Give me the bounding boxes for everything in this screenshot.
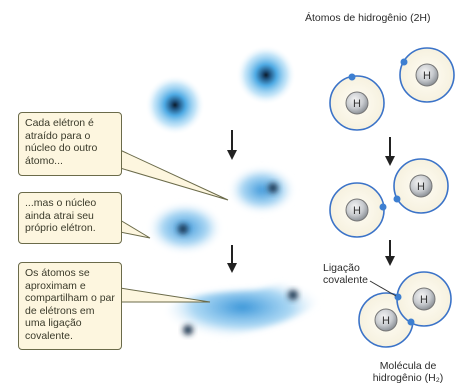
bond-pointer — [369, 280, 397, 297]
nucleus-label-a: H — [353, 98, 361, 110]
distorted-cloud-upper — [228, 166, 296, 214]
electron-b — [400, 58, 408, 66]
nucleus-f: H — [412, 287, 436, 311]
shared-electron-2 — [407, 318, 415, 326]
nuclei: H H H H H H — [345, 63, 439, 332]
nucleus-d: H — [409, 174, 433, 198]
shared-electron-1 — [394, 293, 402, 301]
nucleus-label-d: H — [417, 181, 425, 193]
approaching-atoms-model — [329, 158, 449, 238]
separate-atom-clouds — [145, 45, 296, 135]
down-arrow-3-head — [385, 156, 395, 166]
callout-electron-attraction: Cada elétron é atraído para o núcleo do … — [18, 112, 122, 176]
callout-own-electron: ...mas o núcleo ainda atrai seu próprio … — [18, 192, 122, 244]
down-arrow-2-head — [227, 263, 237, 273]
electron-cloud-right — [236, 45, 296, 105]
shared-electron-cloud — [160, 275, 325, 340]
atoms-title: Átomos de hidrogênio (2H) — [305, 12, 431, 24]
callout-shared-pair: Os átomos se aproximam e compartilham o … — [18, 262, 122, 350]
nucleus-label-b: H — [423, 70, 431, 82]
separate-atoms-model — [329, 47, 455, 131]
down-arrow-1-head — [227, 150, 237, 160]
nucleus-label-f: H — [420, 294, 428, 306]
nucleus-a: H — [345, 91, 369, 115]
callout-1-pointer — [119, 149, 229, 201]
electron-d — [393, 195, 401, 203]
electron-a — [348, 73, 356, 81]
callout-2-pointer — [119, 219, 151, 239]
callout-pointers — [119, 149, 229, 303]
callout-3-pointer — [119, 287, 211, 303]
nucleus-b: H — [415, 63, 439, 87]
approaching-atom-clouds — [147, 166, 296, 254]
electron-c — [379, 203, 387, 211]
nucleus-c: H — [345, 198, 369, 222]
electron-cloud-left — [145, 75, 205, 135]
molecule-cloud — [160, 275, 325, 340]
bond-label: Ligação covalente — [323, 262, 368, 286]
nucleus-label-e: H — [382, 315, 390, 327]
nucleus-e: H — [374, 308, 398, 332]
down-arrow-4-head — [385, 256, 395, 266]
molecule-caption: Molécula de hidrogênio (H₂) — [372, 360, 444, 384]
nucleus-label-c: H — [353, 205, 361, 217]
